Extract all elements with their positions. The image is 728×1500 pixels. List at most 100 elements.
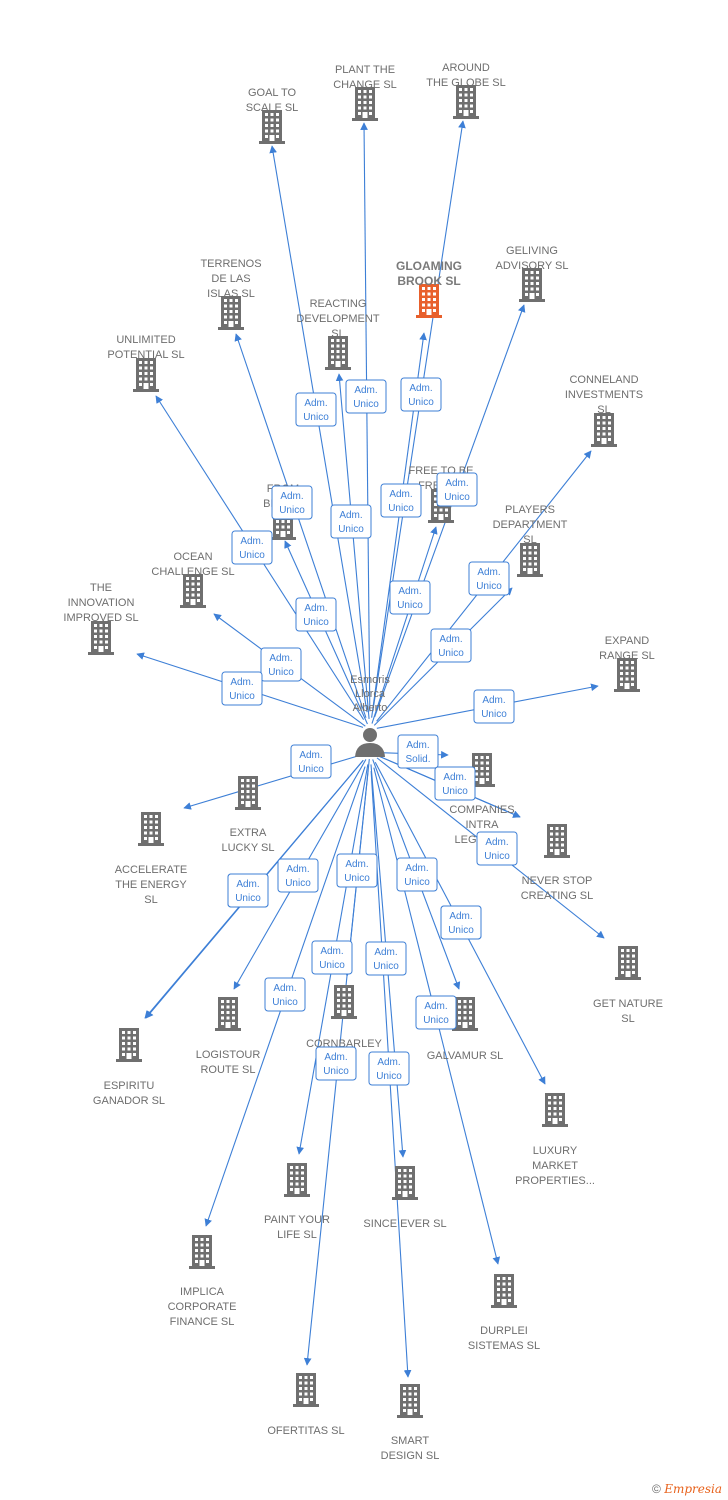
building-icon[interactable]: [180, 574, 206, 608]
company-label[interactable]: SINCE EVER SL: [363, 1218, 446, 1230]
building-icon[interactable]: [453, 85, 479, 119]
building-icon[interactable]: [88, 621, 114, 655]
company-node-since-ever[interactable]: SINCE EVER SL: [363, 1166, 447, 1230]
relation-label[interactable]: Adm.Unico: [400, 377, 442, 412]
company-node-cornbarley[interactable]: CORNBARLEY: [306, 985, 383, 1050]
relation-label[interactable]: Adm.Unico: [415, 995, 457, 1030]
building-icon[interactable]: [352, 87, 378, 121]
building-icon[interactable]: [138, 812, 164, 846]
relation-label[interactable]: Adm.Unico: [440, 905, 482, 940]
building-icon[interactable]: [542, 1093, 568, 1127]
relation-label[interactable]: Adm.Unico: [231, 530, 273, 565]
relation-label[interactable]: Adm.Unico: [295, 392, 337, 427]
building-icon[interactable]: [392, 1166, 418, 1200]
building-icon[interactable]: [293, 1373, 319, 1407]
relation-label[interactable]: Adm.Unico: [396, 857, 438, 892]
relation-label[interactable]: Adm.Unico: [468, 561, 510, 596]
building-icon[interactable]: [517, 543, 543, 577]
relation-label[interactable]: Adm.Unico: [436, 472, 478, 507]
building-icon[interactable]: [591, 413, 617, 447]
relation-label[interactable]: Adm.Unico: [434, 766, 476, 801]
relation-label[interactable]: Adm.Solid.: [397, 734, 439, 769]
building-icon[interactable]: [133, 358, 159, 392]
building-icon[interactable]: [469, 753, 495, 787]
building-icon[interactable]: [615, 946, 641, 980]
relation-label[interactable]: Adm.Unico: [271, 485, 313, 520]
building-icon[interactable]: [284, 1163, 310, 1197]
relation-label[interactable]: Adm.Unico: [345, 379, 387, 414]
company-node-galvamur[interactable]: GALVAMUR SL: [427, 997, 504, 1062]
building-icon[interactable]: [259, 110, 285, 144]
relation-label[interactable]: Adm.Unico: [430, 628, 472, 663]
building-icon[interactable]: [416, 284, 442, 318]
building-icon[interactable]: [491, 1274, 517, 1308]
relation-label[interactable]: Adm.Unico: [221, 671, 263, 706]
building-icon[interactable]: [452, 997, 478, 1031]
building-icon[interactable]: [218, 296, 244, 330]
relation-label[interactable]: Adm.Unico: [389, 580, 431, 615]
company-label[interactable]: OFERTITAS SL: [267, 1425, 344, 1437]
relation-label[interactable]: Adm.Unico: [336, 853, 378, 888]
building-icon[interactable]: [397, 1384, 423, 1418]
building-icon[interactable]: [519, 268, 545, 302]
relation-label[interactable]: Adm.Unico: [311, 940, 353, 975]
relation-label[interactable]: Adm.Unico: [264, 977, 306, 1012]
relation-label[interactable]: Adm.Unico: [473, 689, 515, 724]
building-icon[interactable]: [189, 1235, 215, 1269]
building-icon[interactable]: [235, 776, 261, 810]
building-icon[interactable]: [325, 336, 351, 370]
relation-label[interactable]: Adm.Unico: [368, 1051, 410, 1086]
building-icon[interactable]: [614, 658, 640, 692]
brand-logo[interactable]: Empresia: [664, 1482, 722, 1496]
company-node-ofertitas[interactable]: OFERTITAS SL: [267, 1373, 345, 1437]
relation-label[interactable]: Adm.Unico: [260, 647, 302, 682]
relation-label[interactable]: Adm.Unico: [290, 744, 332, 779]
building-icon[interactable]: [215, 997, 241, 1031]
company-label[interactable]: GALVAMUR SL: [427, 1050, 504, 1062]
relation-label[interactable]: Adm.Unico: [315, 1046, 357, 1081]
building-icon[interactable]: [331, 985, 357, 1019]
relation-label[interactable]: Adm.Unico: [295, 597, 337, 632]
